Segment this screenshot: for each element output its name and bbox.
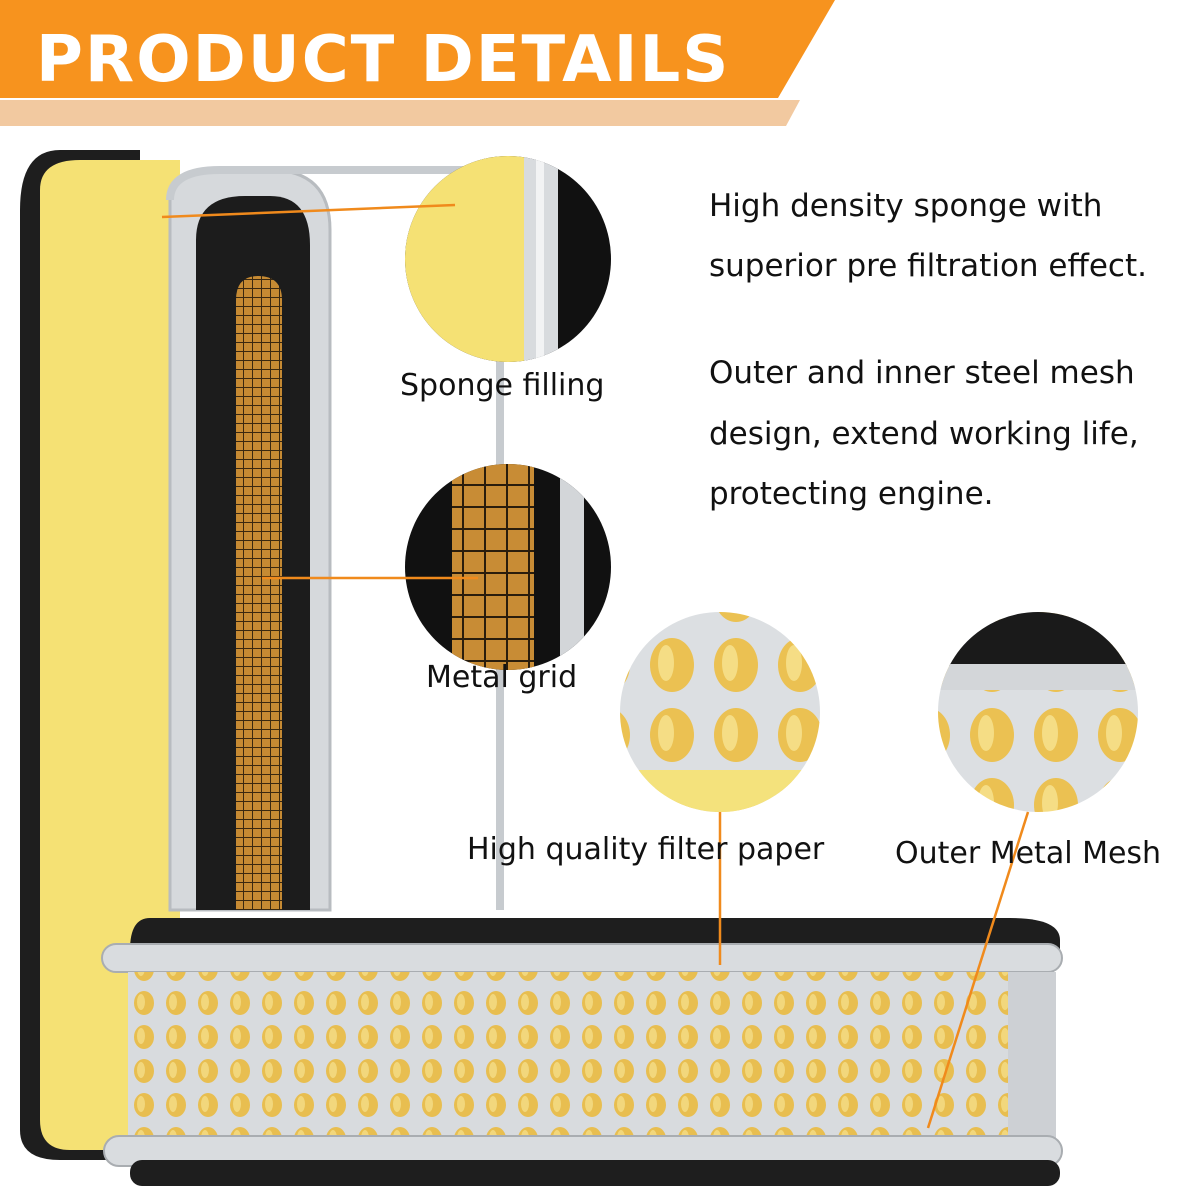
header-banner: PRODUCT DETAILS — [0, 0, 840, 130]
horizontal-filter-top-rim — [101, 943, 1063, 973]
feature-sponge-line-2: superior pre filtration effect. — [709, 248, 1147, 284]
vertical-filter-grid-core — [236, 276, 282, 910]
callout-metal-grid: Metal grid — [426, 660, 578, 695]
callout-filter-paper: High quality filter paper — [467, 832, 825, 867]
vertical-filter — [20, 150, 504, 1160]
feature-mesh-line-1: Outer and inner steel mesh — [709, 355, 1135, 391]
callout-outer-metal-mesh: Outer Metal Mesh — [895, 836, 1162, 871]
feature-sponge-line-1: High density sponge with — [709, 188, 1103, 224]
banner-fill — [0, 0, 835, 98]
grid-zoom-icon — [405, 464, 611, 670]
mesh-zoom-icon — [938, 612, 1138, 812]
horizontal-filter-foam-top — [130, 918, 1060, 950]
paper-zoom-icon — [620, 612, 820, 812]
horizontal-filter — [101, 918, 1063, 1186]
page-title: PRODUCT DETAILS — [36, 23, 731, 97]
mesh-leader-line — [926, 811, 1030, 1129]
feature-mesh-line-3: protecting engine. — [709, 476, 994, 512]
horizontal-filter-foam-bottom — [130, 1160, 1060, 1186]
banner-shape — [0, 0, 835, 126]
sponge-zoom-icon — [405, 156, 611, 362]
banner-shadow-stripe — [0, 100, 800, 126]
horizontal-filter-mesh-end — [1008, 972, 1056, 1142]
callout-sponge-filling: Sponge filling — [400, 368, 605, 403]
feature-mesh-line-2: design, extend working life, — [709, 416, 1139, 452]
vertical-filter-sponge-side — [40, 160, 180, 1150]
sponge-leader-line — [161, 203, 456, 219]
leader-lines — [161, 203, 1030, 1129]
horizontal-filter-perforated-mesh — [128, 972, 1008, 1142]
